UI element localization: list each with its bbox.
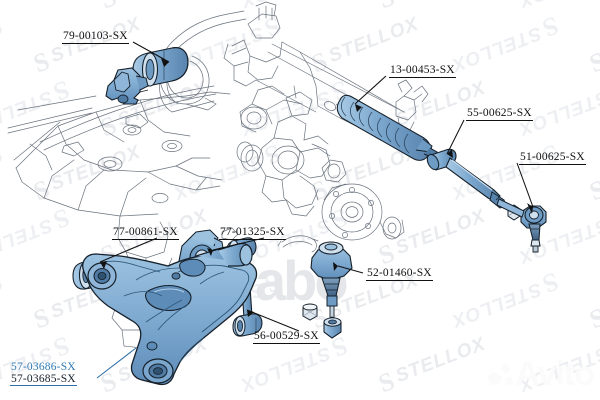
leader-lines xyxy=(99,41,534,332)
part-label-stabilizer-bar-bushing: 79-00103-SX xyxy=(62,30,129,44)
part-51-00625-sx xyxy=(496,198,547,253)
part-number: 51-00625-SX xyxy=(519,151,586,165)
part-number: 55-00625-SX xyxy=(466,107,533,121)
part-number: 52-01460-SX xyxy=(366,267,433,281)
part-number: 79-00103-SX xyxy=(62,30,129,44)
part-label-ball-joint: 52-01460-SX xyxy=(366,267,433,281)
part-number: 13-00453-SX xyxy=(389,64,456,78)
part-label-control-arm-bushing-rear: 77-01325-SX xyxy=(219,226,286,240)
part-52-01460-sx xyxy=(310,241,353,319)
leader-line-highlight xyxy=(96,347,137,379)
part-number-primary: 57-03686-SX xyxy=(11,361,76,373)
stabilizer-link-nut xyxy=(302,303,318,321)
part-number: 77-01325-SX xyxy=(219,226,286,240)
part-57-03686-sx xyxy=(82,242,258,386)
part-79-00103-sx-bracket xyxy=(105,67,149,105)
part-number: 77-00861-SX xyxy=(112,226,179,240)
part-number: 56-00529-SX xyxy=(253,330,320,344)
leader-arrowheads xyxy=(100,58,533,317)
part-label-steering-rack-boot: 13-00453-SX xyxy=(389,64,456,78)
part-label-outer-tie-rod-end: 51-00625-SX xyxy=(519,151,586,165)
part-label-stabilizer-link: 56-00529-SX xyxy=(253,330,320,344)
ball-joint-nut xyxy=(323,316,342,339)
part-label-inner-tie-rod: 55-00625-SX xyxy=(466,107,533,121)
part-55-00625-sx xyxy=(426,148,507,209)
part-13-00453-sx xyxy=(336,94,438,161)
part-number-secondary: 57-03685-SX xyxy=(11,372,76,385)
part-label-control-arm-bushing-front: 77-00861-SX xyxy=(112,226,179,240)
